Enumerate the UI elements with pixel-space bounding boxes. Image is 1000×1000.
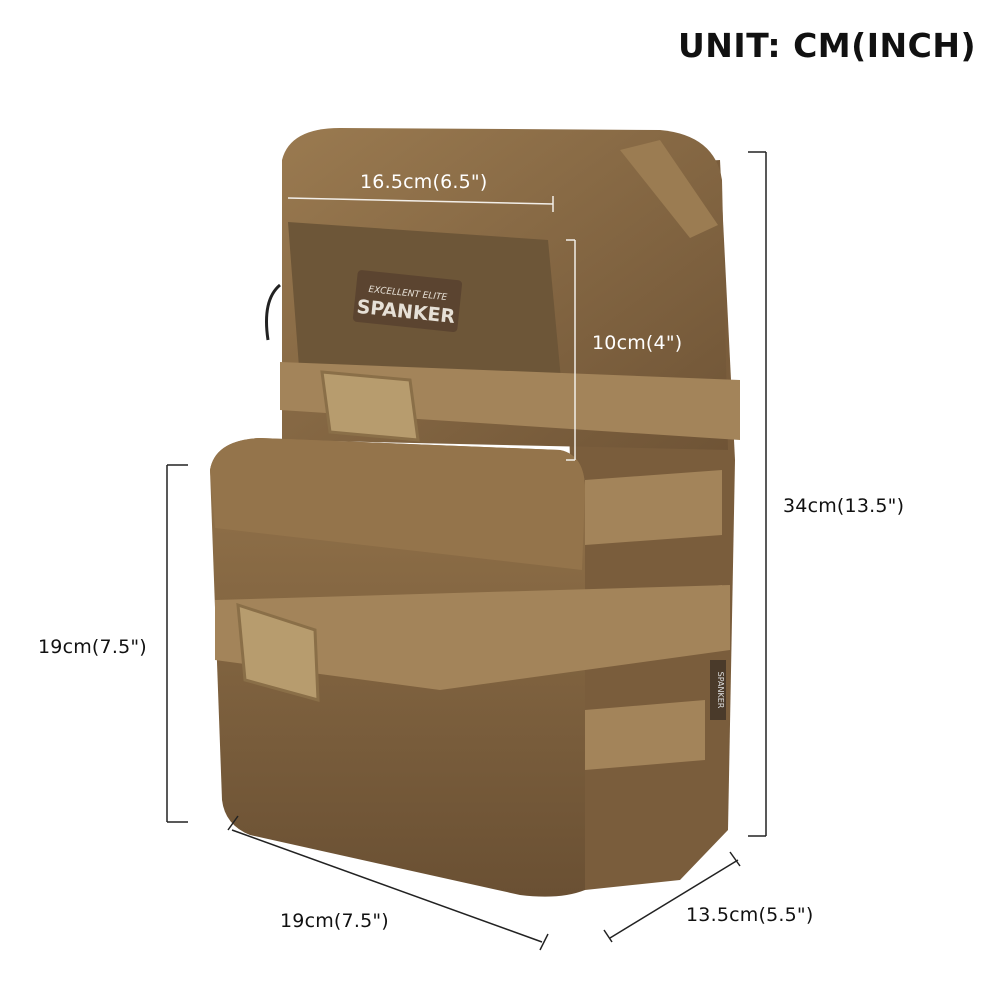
lower-webbing-strap (215, 585, 730, 690)
label-depth: 13.5cm(5.5") (686, 904, 814, 926)
side-webbing-3 (585, 700, 705, 770)
top-handle (620, 140, 718, 238)
dimension-line-front-width (287, 196, 554, 212)
side-tag-text: SPANKER (716, 672, 725, 709)
label-width: 19cm(7.5") (280, 910, 389, 932)
lower-pouch-lid (210, 438, 585, 570)
upper-buckle (320, 370, 420, 442)
brand-patch: EXCELLENT ELITE SPANKER (352, 270, 463, 333)
unit-title: UNIT: CM(INCH) (678, 26, 977, 65)
dimension-line-front-height (566, 239, 576, 461)
brand-patch-background (352, 270, 463, 333)
side-webbing-1 (585, 470, 722, 545)
label-front-panel-height: 10cm(4") (592, 332, 683, 354)
label-front-panel-width: 16.5cm(6.5") (360, 171, 488, 193)
side-tag (710, 660, 726, 720)
dimension-line-depth (603, 851, 741, 943)
dimension-line-total-height (748, 151, 767, 837)
lower-buckle (236, 602, 320, 702)
label-pouch-height: 19cm(7.5") (38, 636, 147, 658)
dimension-line-pouch-height (166, 464, 188, 823)
label-total-height: 34cm(13.5") (783, 495, 905, 517)
zipper-pull-cord (265, 283, 282, 341)
dimension-line-width (227, 815, 549, 951)
